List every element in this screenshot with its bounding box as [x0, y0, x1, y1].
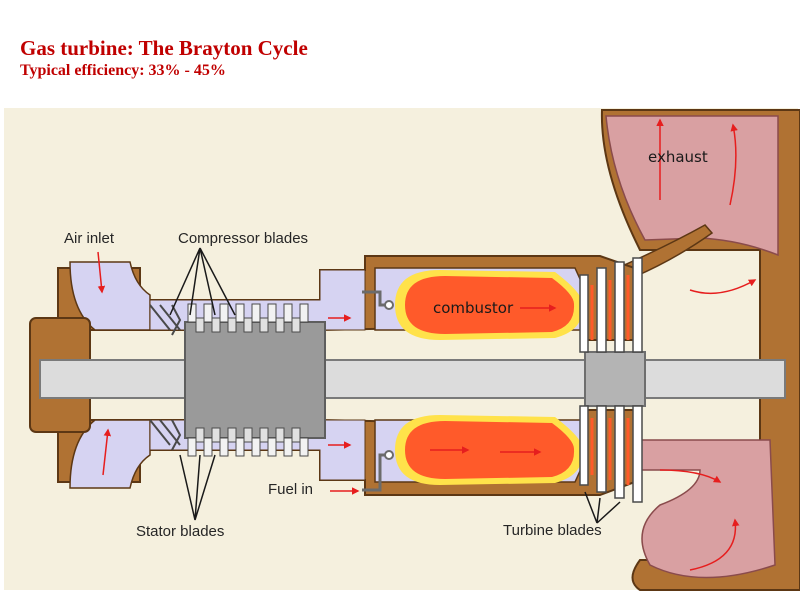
- page-subtitle: Typical efficiency: 33% - 45%: [20, 62, 226, 79]
- compressor-drum: [184, 321, 326, 439]
- exhaust-gas-upper: [605, 115, 779, 257]
- arrow-inlet-upper: [97, 251, 106, 294]
- turbine-blades-lower: [579, 405, 643, 503]
- label-compressor-blades: Compressor blades: [178, 230, 309, 247]
- exhaust-gas-lower: [639, 439, 776, 579]
- label-exhaust: exhaust: [648, 148, 708, 166]
- flame-upper-inner: [405, 276, 575, 334]
- stator-blades-upper: [195, 317, 301, 333]
- turbine-blade-rows: [579, 257, 643, 503]
- combustor-flames: [395, 270, 583, 485]
- flow-arrows: [97, 118, 757, 571]
- arrow-exhaust-swirl: [689, 518, 740, 571]
- rotor-assembly: [39, 321, 786, 439]
- arrow-exhaust-up-b: [729, 123, 738, 206]
- label-air-inlet: Air inlet: [64, 230, 115, 247]
- fuel-nozzles: [362, 290, 394, 492]
- leader-lines: [169, 247, 621, 524]
- label-combustor: combustor: [433, 299, 514, 317]
- main-shaft: [39, 359, 786, 399]
- turbine-blade-stripes: [590, 275, 630, 485]
- compressor-blades-upper: [187, 303, 309, 323]
- arrow-exhaust-out: [689, 279, 757, 295]
- compressor-blade-rows: [149, 303, 309, 457]
- label-fuel-in: Fuel in: [268, 481, 314, 498]
- page-title: Gas turbine: The Brayton Cycle: [20, 36, 308, 60]
- inlet-guide-vanes: [149, 304, 182, 451]
- compressor-blades-lower: [187, 437, 309, 457]
- label-turbine-blades: Turbine blades: [503, 522, 602, 539]
- flame-lower-inner: [405, 421, 575, 479]
- stator-blades-lower: [195, 427, 301, 443]
- turbine-hub: [584, 351, 646, 407]
- exhaust-duct: [594, 109, 800, 591]
- arrow-inlet-lower: [102, 428, 112, 476]
- label-stator-blades: Stator blades: [136, 523, 225, 540]
- arrow-exhaust-lower: [659, 469, 722, 483]
- turbine-blades-upper: [579, 257, 643, 353]
